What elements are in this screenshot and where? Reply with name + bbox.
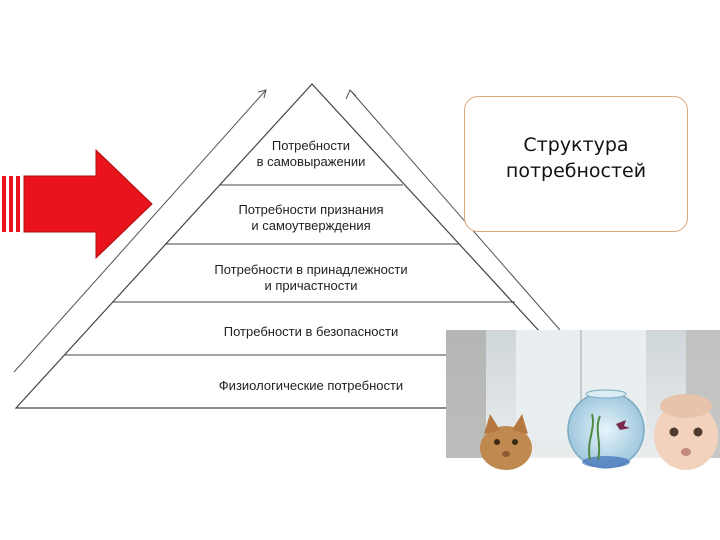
baby <box>654 394 718 470</box>
left-guide-line <box>13 89 267 373</box>
level-esteem: Потребности признания и самоутверждения <box>238 202 384 233</box>
right-guide-arrowhead-icon <box>345 89 357 100</box>
cat <box>480 414 532 470</box>
level-belonging: Потребности в принадлежности и причастно… <box>214 262 408 293</box>
red-arrow-icon <box>2 148 153 260</box>
level-safety: Потребности в безопасности <box>223 324 399 339</box>
diagram-title: Структура потребностей <box>505 134 647 182</box>
title-box: Структура потребностей <box>464 96 688 232</box>
pyramid-outline <box>14 83 612 409</box>
photo-cat-fishbowl-baby <box>446 330 720 498</box>
fishbowl <box>567 389 645 469</box>
level-physiological: Физиологические потребности <box>218 378 404 393</box>
right-guide-line <box>349 89 561 331</box>
left-guide-arrowhead-icon <box>257 89 267 99</box>
level-self-actualization: Потребности в самовыражении <box>256 138 366 169</box>
